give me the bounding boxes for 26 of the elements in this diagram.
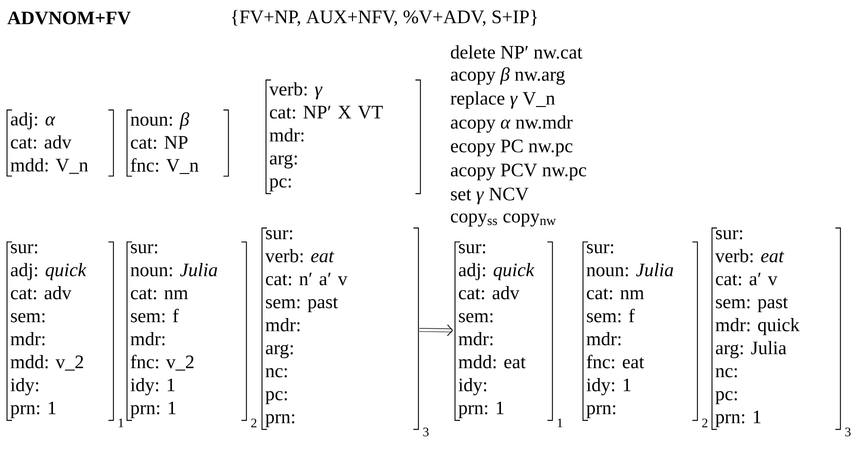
subscript-number: 1: [558, 418, 562, 428]
subscript-number: 3: [423, 428, 429, 436]
operation-text: ecopy PC nw.pc: [450, 140, 572, 156]
subscript-number: 2: [251, 418, 256, 428]
attribute-matrix: adj: α cat: adv mdd: V_n: [6, 110, 114, 176]
subscript-number: 2: [702, 418, 708, 428]
attribute-matrix: sur: verb: eat cat: a′ v sem: past mdr: quick arg: Julia nc: pc: prn: 1: [712, 228, 841, 430]
rule-package: {FV+NP, AUX+NFV, %V+ADV, S+IP}: [232, 10, 537, 26]
subscript-number: 3: [845, 428, 851, 436]
operation-text: acopy β nw.arg: [450, 67, 565, 85]
subscript-number: 1: [118, 418, 124, 428]
attribute-matrix: sur: noun: Julia cat: nm sem: f mdr: fnc: eat idy: 1 prn:: [582, 242, 698, 421]
operation-text: acopy PCV nw.pc: [450, 164, 586, 180]
attribute-matrix: verb: γ cat: NP′ X VT mdr: arg: pc:: [266, 80, 421, 194]
operation-text: copy$_{ss}$ copy$_{nw}$: [450, 213, 556, 226]
attribute-matrix: sur: adj: quick cat: adv sem: mdr: mdd: v_2 idy: prn: 1: [6, 242, 114, 421]
operation-text: replace γ V_n: [450, 91, 555, 109]
rule-name: ADVNOM+FV: [7, 12, 131, 24]
attribute-matrix: sur: adj: quick cat: adv sem: mdr: mdd: eat idy: prn: 1: [454, 242, 553, 421]
attribute-matrix: sur: verb: eat cat: n′ a′ v sem: past mdr: arg: nc: pc: prn:: [262, 228, 419, 430]
attribute-matrix: sur: noun: Julia cat: nm sem: f mdr: fnc: v_2 idy: 1 prn: 1: [126, 242, 247, 421]
operation-text: delete NP′ nw.cat: [450, 45, 582, 59]
implication-arrow: [419, 324, 453, 336]
operation-text: acopy α nw.mdr: [450, 115, 573, 133]
operation-text: set γ NCV: [451, 188, 529, 204]
attribute-matrix: noun: β cat: NP fnc: V_n: [126, 110, 229, 177]
